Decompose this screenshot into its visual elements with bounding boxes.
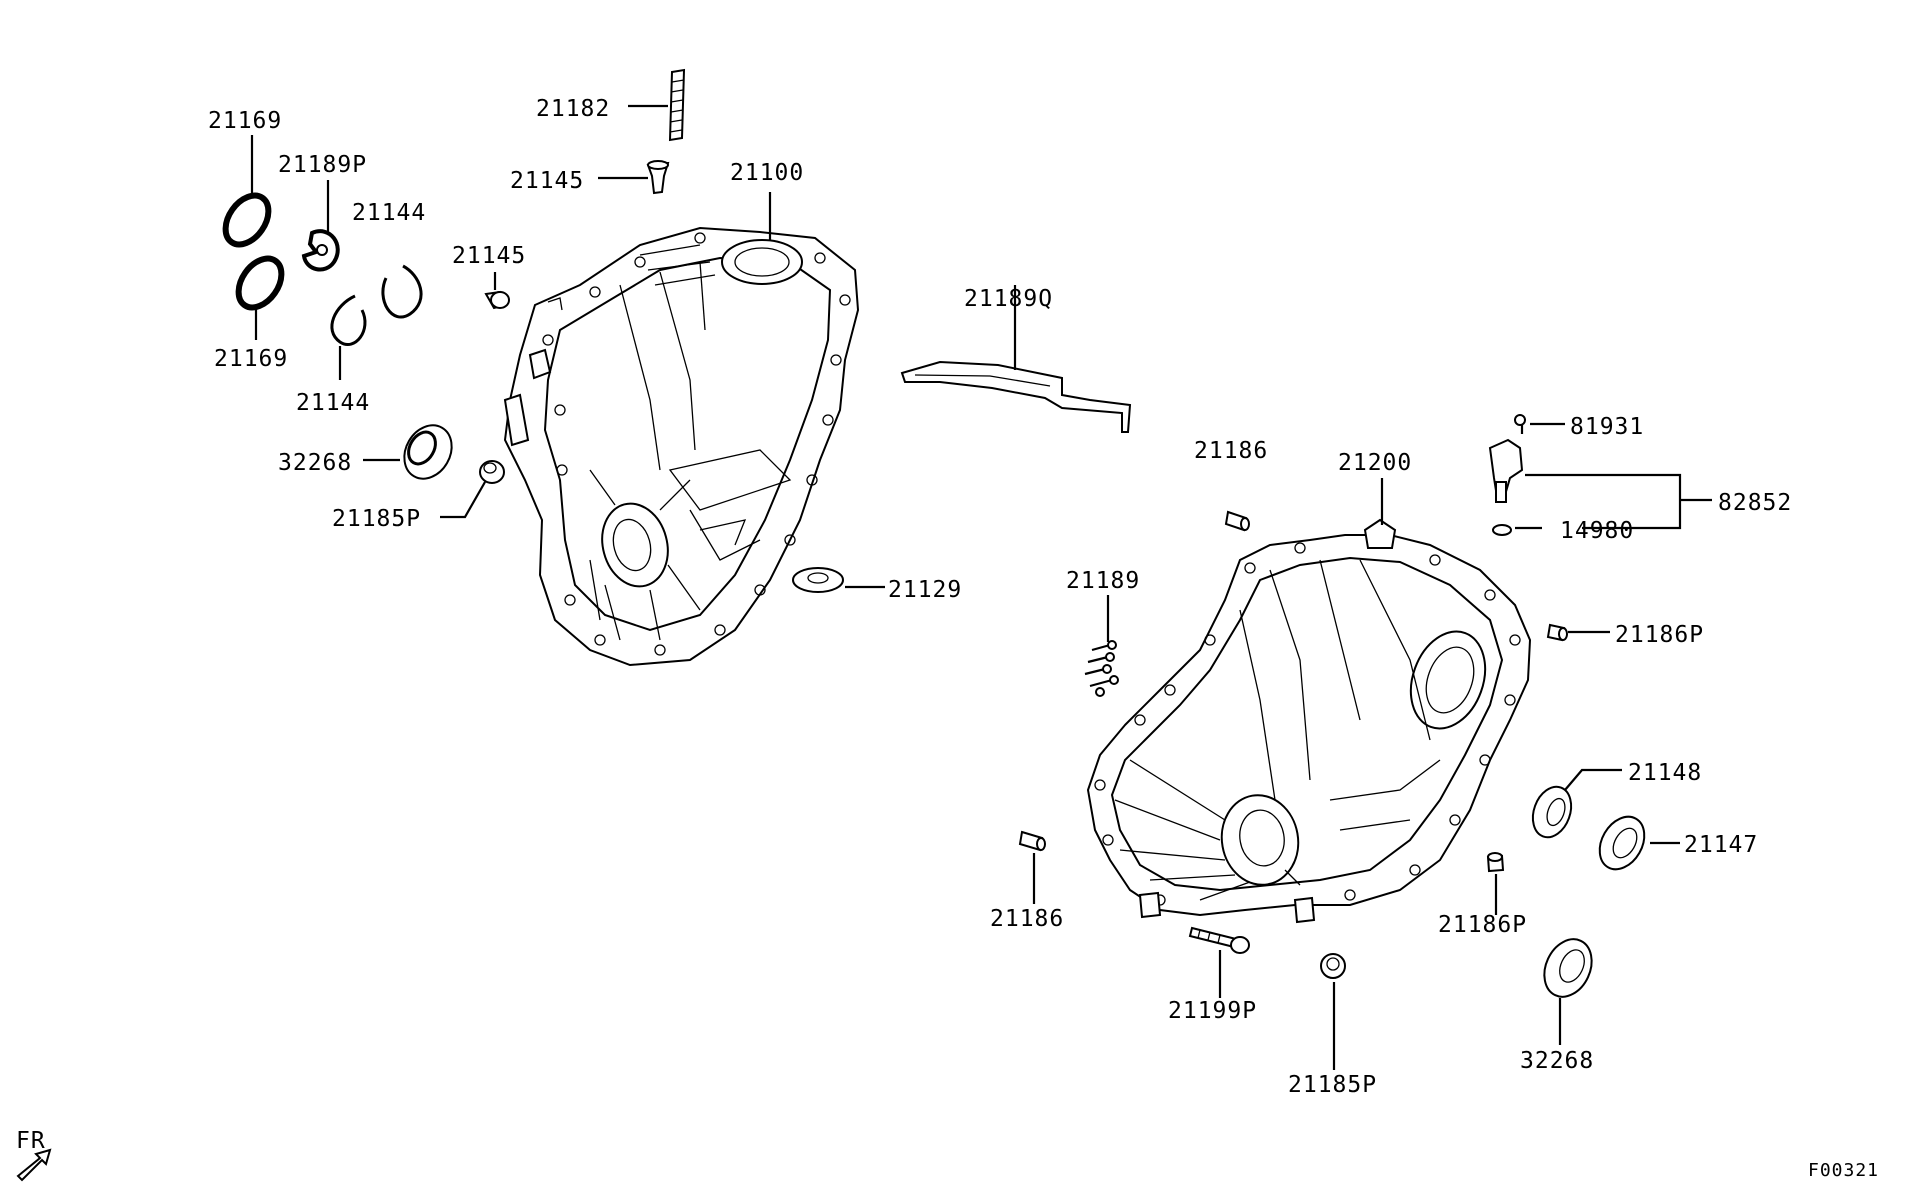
label-21145-top: 21145 [510, 168, 584, 194]
plug-21185P-left[interactable] [479, 460, 505, 484]
bolt-set-21189[interactable] [1084, 640, 1119, 697]
label-21144-top: 21144 [352, 200, 426, 226]
label-21129: 21129 [888, 577, 962, 603]
speed-sensor-82852[interactable] [1488, 438, 1524, 503]
label-21189Q: 21189Q [964, 286, 1053, 312]
label-32268-right: 32268 [1520, 1048, 1594, 1074]
label-21185P-left: 21185P [332, 506, 421, 532]
label-21186P-right: 21186P [1615, 622, 1704, 648]
label-21185P-bottom: 21185P [1288, 1072, 1377, 1098]
label-21189: 21189 [1066, 568, 1140, 594]
arrow-icon [16, 1148, 52, 1182]
dowel-pin-21186P-bottom[interactable] [1486, 852, 1505, 873]
oil-seal-21147[interactable] [1591, 809, 1654, 877]
washer-21129[interactable] [792, 567, 844, 593]
oil-seal-32268-right[interactable] [1535, 932, 1600, 1005]
label-21148: 21148 [1628, 760, 1702, 786]
snap-ring-21169-bottom[interactable] [230, 251, 290, 316]
label-21200: 21200 [1338, 450, 1412, 476]
label-21186P-bottom: 21186P [1438, 912, 1527, 938]
dowel-pin-21186-top[interactable] [1224, 510, 1250, 532]
plug-21185P-bottom[interactable] [1320, 953, 1346, 979]
transmission-case-21200[interactable] [1086, 518, 1532, 924]
lock-plate-21189P[interactable] [301, 229, 340, 272]
oil-seal-32268-left[interactable] [395, 417, 461, 487]
label-21182: 21182 [536, 96, 610, 122]
label-21186-bottom: 21186 [990, 906, 1064, 932]
label-21100: 21100 [730, 160, 804, 186]
plug-21145-left[interactable] [484, 290, 510, 310]
label-21199P: 21199P [1168, 998, 1257, 1024]
bolt-81931[interactable] [1514, 414, 1526, 434]
transaxle-case-21100[interactable] [503, 226, 860, 667]
figure-code: F00321 [1808, 1160, 1879, 1181]
label-21169-top: 21169 [208, 108, 282, 134]
o-ring-14980[interactable] [1492, 524, 1512, 536]
circlip-21144-right[interactable] [381, 264, 423, 319]
front-direction-indicator: FR [16, 1128, 52, 1182]
label-14980: 14980 [1560, 518, 1634, 544]
snap-ring-21169-top[interactable] [217, 188, 277, 253]
bearing-21148[interactable] [1526, 781, 1578, 842]
dowel-pin-21186-bottom[interactable] [1018, 830, 1046, 852]
orientation-label: FR [16, 1128, 46, 1154]
label-32268-left: 32268 [278, 450, 352, 476]
label-81931: 81931 [1570, 414, 1644, 440]
label-21145-left: 21145 [452, 243, 526, 269]
label-21189P: 21189P [278, 152, 367, 178]
label-21144-bottom: 21144 [296, 390, 370, 416]
stud-bolt-21182[interactable] [668, 68, 686, 142]
circlip-21144-left[interactable] [330, 294, 367, 346]
guide-21189Q[interactable] [900, 360, 1132, 433]
label-21147: 21147 [1684, 832, 1758, 858]
label-82852: 82852 [1718, 490, 1792, 516]
plug-21145-top[interactable] [646, 160, 670, 195]
label-21169-bottom: 21169 [214, 346, 288, 372]
dowel-pin-21186P-right[interactable] [1546, 623, 1568, 642]
bolt-21199P[interactable] [1188, 926, 1250, 954]
label-21186-top: 21186 [1194, 438, 1268, 464]
